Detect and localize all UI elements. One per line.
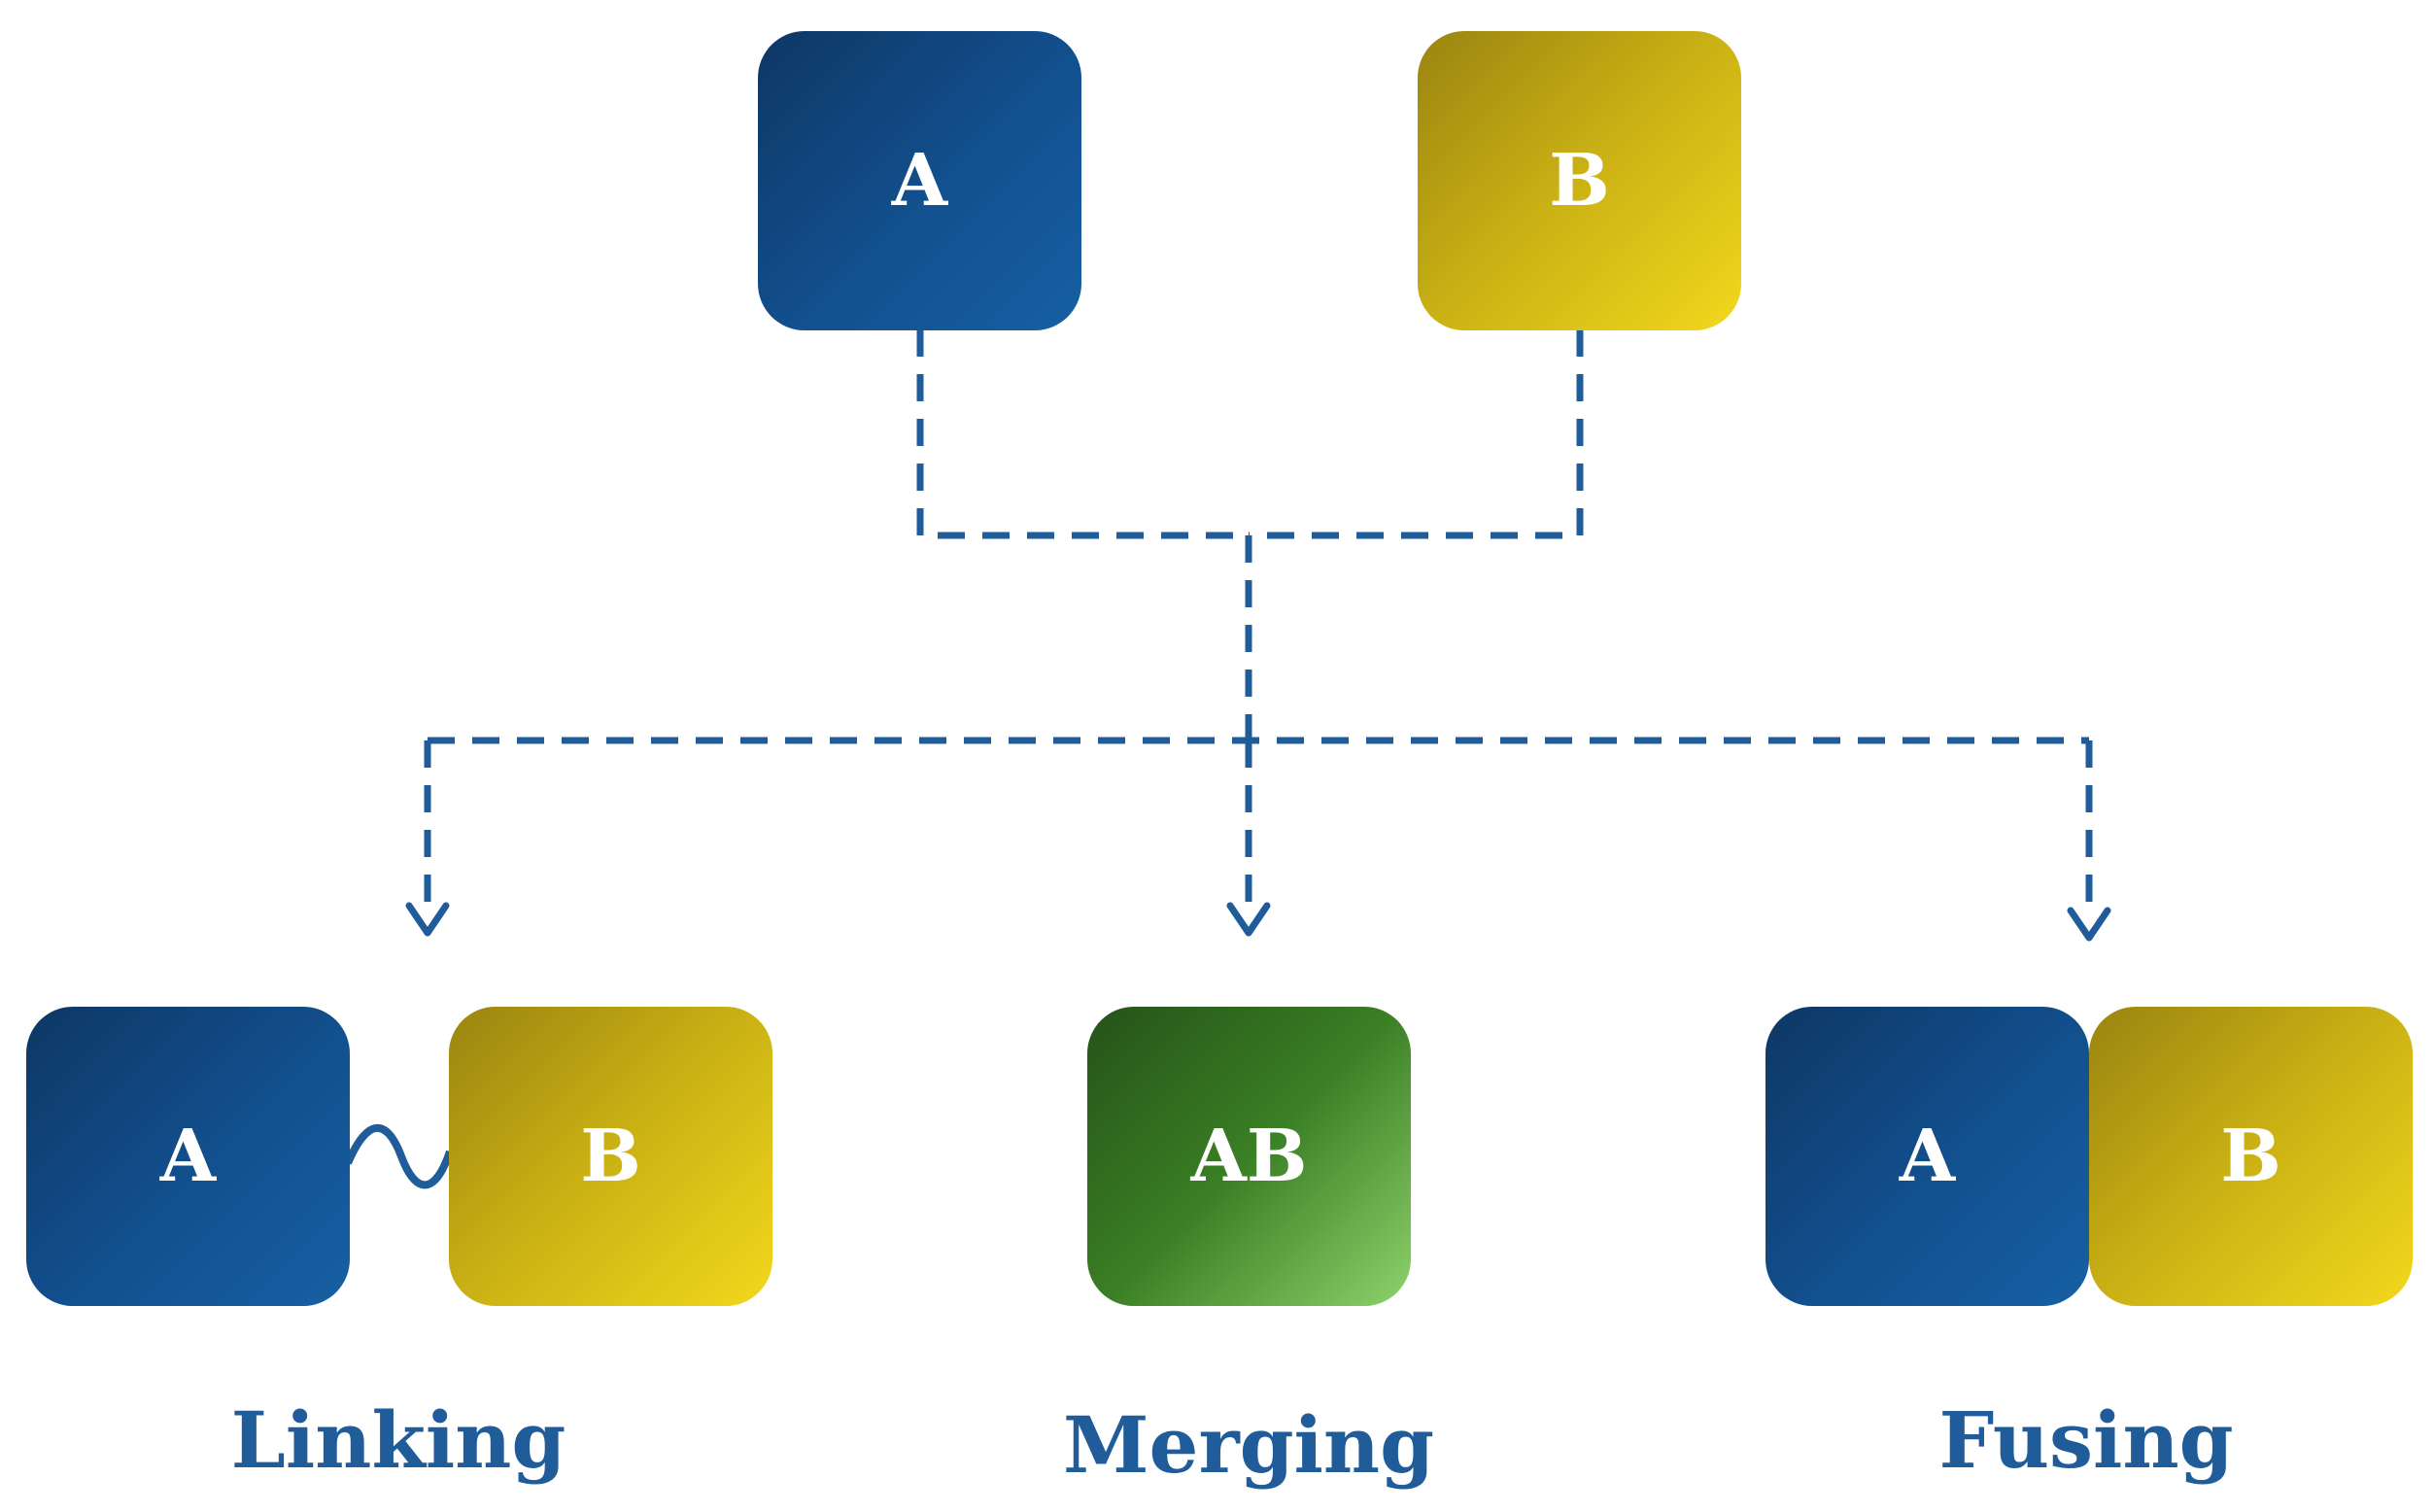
linking-box-b-label: B (580, 1115, 641, 1198)
arrowhead-fusing (2067, 907, 2111, 942)
source-box-a: A (758, 31, 1081, 330)
source-box-b: B (1418, 31, 1741, 330)
linking-box-a: A (26, 1007, 350, 1306)
label-merging: Merging (1062, 1399, 1435, 1491)
source-box-b-label: B (1549, 139, 1610, 223)
source-box-a-label: A (891, 139, 948, 223)
merging-box-ab: AB (1087, 1007, 1411, 1306)
fusing-box-a: A (1766, 1007, 2089, 1306)
linking-box-b: B (449, 1007, 772, 1306)
merging-box-ab-label: AB (1190, 1115, 1308, 1198)
arrowhead-merging (1226, 902, 1271, 937)
fusing-box-a-label: A (1899, 1115, 1956, 1198)
arrowhead-linking (405, 902, 450, 937)
fusing-box-b: B (2089, 1007, 2413, 1306)
linking-box-a-label: A (159, 1115, 217, 1198)
fusing-box-b-label: B (2220, 1115, 2281, 1198)
connector-from-b (1249, 329, 1584, 539)
connector-from-a (916, 329, 1249, 539)
label-fusing: Fusing (1938, 1394, 2234, 1486)
linker-wave (344, 1123, 454, 1189)
label-linking: Linking (230, 1394, 566, 1486)
